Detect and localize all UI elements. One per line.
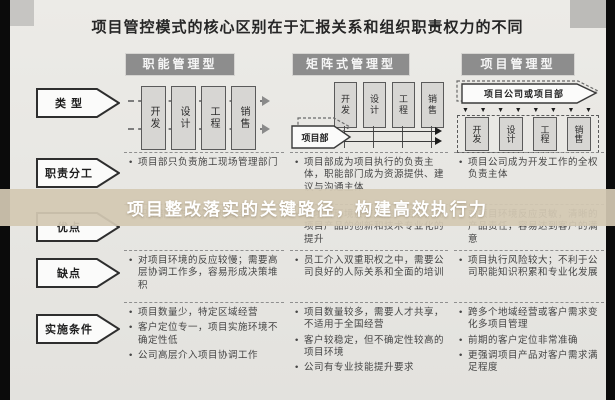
matrix-arrow-icon	[344, 137, 442, 145]
dept-box: 销售	[567, 117, 591, 151]
matrix-unit-label: 项目部	[301, 132, 328, 143]
bullet-list: 项目执行风险较大；不利于公司职能知识积累和专业化发展	[458, 255, 602, 280]
cell-functional-cons: 对项目环境的反应较慢；需要高层协调工作多，容易形成决策堆积	[124, 250, 284, 302]
bullet-item: 对项目环境的反应较慢；需要高层协调工作多，容易形成决策堆积	[128, 255, 282, 292]
watermark-banner: 项目整改落实的关键路径，构建高效执行力	[0, 189, 615, 226]
bullet-list: 对项目环境的反应较慢；需要高层协调工作多，容易形成决策堆积	[128, 255, 282, 292]
row-label-type: 类 型	[36, 88, 120, 118]
cell-matrix-conditions: 项目数量较多，需要人才共享，不适用于全国经营客户较稳定，但不确定性较高的项目环境…	[290, 302, 448, 394]
dept-box: 工程	[392, 82, 415, 128]
dept-box: 开发	[465, 117, 489, 151]
bullet-list: 项目公司成为开发工作的全权负责主体	[458, 157, 602, 182]
dept-box: 设计	[171, 86, 196, 150]
watermark-text: 项目整改落实的关键路径，构建高效执行力	[127, 200, 488, 219]
bullet-item: 项目数量少，特定区域经营	[128, 307, 282, 320]
photo-artifact-top-left	[10, 0, 34, 26]
photo-artifact-top-right	[570, 0, 606, 28]
bullet-list: 项目数量较多，需要人才共享，不适用于全国经营客户较稳定，但不确定性较高的项目环境…	[294, 307, 446, 375]
row-label-conditions: 实施条件	[36, 314, 120, 344]
dept-box: 设计	[499, 117, 523, 151]
bullet-list: 项目数量少，特定区域经营客户定位专一，项目实施环境不确定性低公司高层介入项目协调…	[128, 307, 282, 363]
slide-title: 项目管控模式的核心区别在于汇报关系和组织职责权力的不同	[91, 19, 524, 36]
org-line	[373, 126, 374, 148]
down-arrows-icon: ▼▼▼▼▼▼▼▼	[462, 107, 592, 114]
arrow-shape-icon	[36, 314, 120, 344]
cell-functional-conditions: 项目数量少，特定区域经营客户定位专一，项目实施环境不确定性低公司高层介入项目协调…	[124, 302, 284, 394]
dept-box: 开发	[334, 82, 357, 128]
matrix-arrow-icon	[344, 127, 442, 135]
org-line	[431, 126, 432, 148]
bullet-item: 项目公司成为开发工作的全权负责主体	[458, 157, 602, 182]
dashed-arrow-icon	[128, 124, 270, 134]
bullet-item: 更强调项目产品对客户需求满足程度	[458, 350, 602, 375]
bullet-item: 项目执行风险较大；不利于公司职能知识积累和专业化发展	[458, 255, 602, 280]
cell-project-cons: 项目执行风险较大；不利于公司职能知识积累和专业化发展	[454, 250, 604, 302]
bullet-item: 项目部只负责施工现场管理部门	[128, 157, 282, 170]
bullet-item: 客户较稳定，但不确定性较高的项目环境	[294, 335, 446, 360]
cell-functional-duty: 项目部只负责施工现场管理部门	[124, 152, 284, 204]
bullet-item: 项目部成为项目执行的负责主体，职能部门成为资源提供、建议与沟通主体	[294, 157, 446, 194]
column-header-project: 项目管理型	[462, 54, 574, 75]
bullet-item: 公司有专业技能提升要求	[294, 362, 446, 375]
bullet-list: 跨多个地域经营或客户需求变化多项目管理前期的客户定位非常准确更强调项目产品对客户…	[458, 307, 602, 375]
bullet-list: 项目部只负责施工现场管理部门	[128, 157, 282, 170]
org-line	[402, 126, 403, 148]
project-unit-banner: 项目公司或项目部	[456, 80, 600, 104]
arrow-shape-icon	[36, 258, 120, 288]
column-header-functional: 职能管理型	[126, 54, 234, 75]
dept-box: 销售	[421, 82, 444, 128]
dept-box: 工程	[533, 117, 557, 151]
arrow-shape-icon	[36, 158, 120, 188]
row-label-duty: 职责分工	[36, 158, 120, 188]
column-header-matrix: 矩阵式管理型	[293, 54, 409, 75]
matrix-project-unit: 项目部	[291, 117, 352, 149]
dept-box: 销售	[231, 86, 256, 150]
cell-project-duty: 项目公司成为开发工作的全权负责主体	[454, 152, 604, 204]
dashed-arrow-icon	[128, 96, 270, 106]
bullet-item: 跨多个地域经营或客户需求变化多项目管理	[458, 307, 602, 332]
bullet-item: 公司高层介入项目协调工作	[128, 350, 282, 363]
dept-box: 设计	[363, 82, 386, 128]
arrow-shape-icon	[36, 88, 120, 118]
cell-project-conditions: 跨多个地域经营或客户需求变化多项目管理前期的客户定位非常准确更强调项目产品对客户…	[454, 302, 604, 394]
bullet-item: 客户定位专一，项目实施环境不确定性低	[128, 322, 282, 347]
project-unit-label: 项目公司或项目部	[484, 88, 564, 99]
bullet-list: 项目部成为项目执行的负责主体，职能部门成为资源提供、建议与沟通主体	[294, 157, 446, 194]
dept-box: 工程	[201, 86, 226, 150]
cell-matrix-cons: 员工介入双重职权之中，需要公司良好的人际关系和全面的培训	[290, 250, 448, 302]
bullet-list: 员工介入双重职权之中，需要公司良好的人际关系和全面的培训	[294, 255, 446, 280]
cell-matrix-duty: 项目部成为项目执行的负责主体，职能部门成为资源提供、建议与沟通主体	[290, 152, 448, 204]
bullet-item: 前期的客户定位非常准确	[458, 335, 602, 348]
row-label-cons: 缺点	[36, 258, 120, 288]
bullet-item: 项目数量较多，需要人才共享，不适用于全国经营	[294, 307, 446, 332]
dept-box: 开发	[141, 86, 166, 150]
bullet-item: 员工介入双重职权之中，需要公司良好的人际关系和全面的培训	[294, 255, 446, 280]
